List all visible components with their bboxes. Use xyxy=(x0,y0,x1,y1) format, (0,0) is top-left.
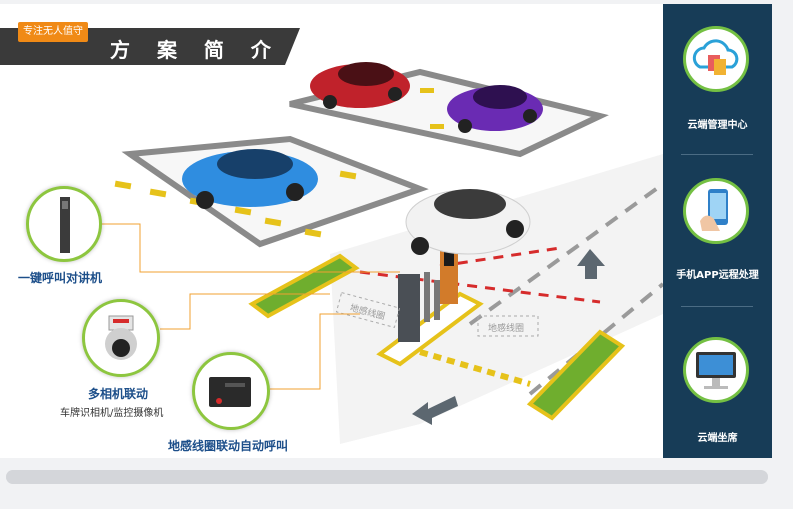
page-title: 方 案 简 介 xyxy=(110,38,281,62)
road-loop-label-2: 地感线圈 xyxy=(488,322,524,334)
smartphone-hand-icon xyxy=(700,189,728,231)
white-car xyxy=(405,189,531,255)
horizontal-scrollbar-thumb[interactable] xyxy=(6,470,768,484)
intercom-pillar-icon xyxy=(60,197,70,253)
loop-label: 地感线圈联动自动呼叫 xyxy=(168,439,289,453)
parking-scene: 地感线圈 地感线圈 xyxy=(0,4,663,458)
loop-feature-circle xyxy=(192,352,270,430)
connector-lines xyxy=(100,223,400,390)
sidebar-item-cloud-center-label: 云端管理中心 xyxy=(687,120,748,131)
camera-label: 多相机联动 xyxy=(88,387,149,401)
sidebar-item-cloud-seat-label: 云端坐席 xyxy=(697,433,738,444)
sidebar-divider xyxy=(681,154,753,155)
scene-panel: 地感线圈 地感线圈 xyxy=(0,4,663,458)
sidebar-item-mobile-app-label: 手机APP远程处理 xyxy=(676,270,759,281)
intercom-label: 一键呼叫对讲机 xyxy=(18,271,103,285)
road-arrow-left xyxy=(412,396,458,425)
sidebar-divider xyxy=(681,306,753,307)
camera-feature-circle xyxy=(82,299,160,377)
blue-car xyxy=(182,149,318,209)
purple-car xyxy=(447,85,543,133)
sidebar-item-cloud-seat[interactable]: 云端坐席 xyxy=(663,307,772,458)
red-car xyxy=(310,62,410,109)
sidebar: 云端管理中心 手机APP远程处理 xyxy=(663,4,772,458)
loop-detector-icon xyxy=(209,377,251,407)
sidebar-item-cloud-center[interactable]: 云端管理中心 xyxy=(663,4,772,154)
planter-island-right xyxy=(526,329,626,421)
desktop-computer-icon xyxy=(696,352,736,389)
barrier-gate xyxy=(398,244,458,342)
intercom-feature-circle xyxy=(26,186,102,262)
road-arrow-up xyxy=(577,249,605,279)
entry-island xyxy=(376,291,484,367)
sidebar-item-mobile-app[interactable]: 手机APP远程处理 xyxy=(663,155,772,305)
dome-camera-icon xyxy=(105,315,137,360)
cloud-document-icon xyxy=(692,39,739,75)
road-surface xyxy=(330,154,663,444)
camera-sublabel: 车牌识相机/监控摄像机 xyxy=(60,408,164,419)
slogan-badge: 专注无人值守 xyxy=(18,22,88,42)
